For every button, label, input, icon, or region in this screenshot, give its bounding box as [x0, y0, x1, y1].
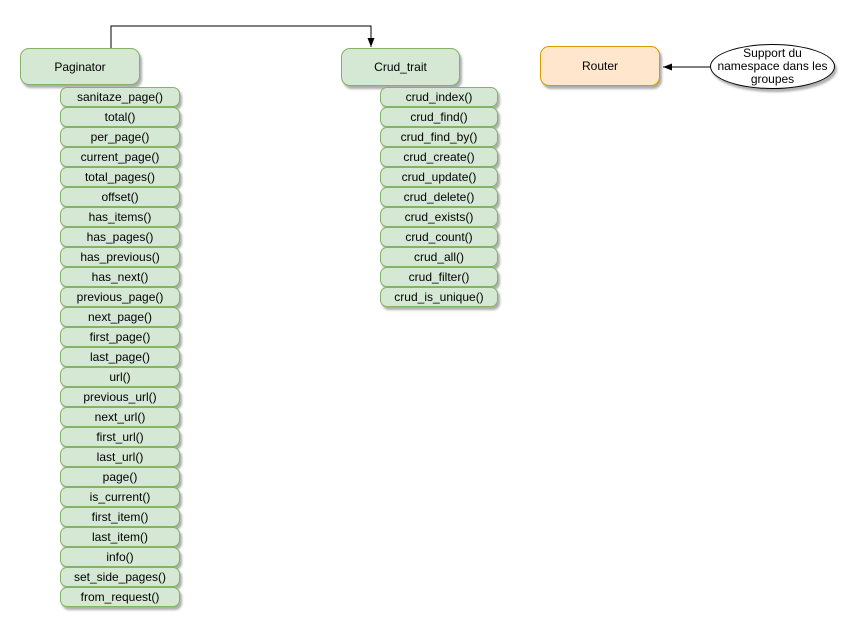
method-label: total()	[104, 110, 136, 124]
crud-method-row[interactable]: crud_find_by()	[380, 127, 498, 147]
paginator-method-row[interactable]: last_page()	[60, 347, 180, 367]
method-label: crud_exists()	[404, 210, 474, 224]
paginator-class-label: Paginator	[54, 59, 106, 74]
method-label: next_page()	[87, 310, 153, 324]
method-label: has_pages()	[86, 230, 154, 244]
method-label: info()	[106, 550, 134, 564]
paginator-method-row[interactable]: last_url()	[60, 447, 180, 467]
method-label: previous_url()	[83, 390, 157, 404]
paginator-method-row[interactable]: is_current()	[60, 487, 180, 507]
method-label: from_request()	[80, 590, 160, 604]
paginator-method-row[interactable]: first_page()	[60, 327, 180, 347]
method-label: url()	[109, 370, 131, 384]
paginator-method-row[interactable]: has_pages()	[60, 227, 180, 247]
paginator-method-row[interactable]: per_page()	[60, 127, 180, 147]
paginator-method-row[interactable]: offset()	[60, 187, 180, 207]
method-label: current_page()	[80, 150, 160, 164]
crud-method-row[interactable]: crud_exists()	[380, 207, 498, 227]
method-label: last_item()	[91, 530, 148, 544]
method-label: crud_is_unique()	[394, 290, 484, 304]
method-label: crud_all()	[413, 250, 464, 264]
router-node[interactable]: Router	[540, 46, 660, 86]
method-label: last_page()	[89, 350, 151, 364]
crud-method-row[interactable]: crud_find()	[380, 107, 498, 127]
method-label: sanitaze_page()	[76, 90, 164, 104]
method-label: crud_create()	[403, 150, 475, 164]
paginator-method-row[interactable]: has_next()	[60, 267, 180, 287]
method-label: has_items()	[88, 210, 152, 224]
paginator-method-row[interactable]: has_previous()	[60, 247, 180, 267]
method-label: crud_filter()	[408, 270, 470, 284]
method-label: has_previous()	[80, 250, 160, 264]
note-text: Support du namespace dans les groupes	[717, 46, 828, 86]
crud-method-row[interactable]: crud_count()	[380, 227, 498, 247]
method-label: total_pages()	[84, 170, 156, 184]
paginator-method-row[interactable]: previous_page()	[60, 287, 180, 307]
method-label: is_current()	[89, 490, 151, 504]
paginator-method-row[interactable]: next_page()	[60, 307, 180, 327]
crud-trait-class-node[interactable]: Crud_trait	[341, 48, 460, 86]
method-label: offset()	[101, 190, 139, 204]
crud-method-row[interactable]: crud_filter()	[380, 267, 498, 287]
router-label: Router	[581, 59, 619, 73]
paginator-method-row[interactable]: total_pages()	[60, 167, 180, 187]
method-label: crud_delete()	[403, 190, 475, 204]
note-ellipse[interactable]: Support du namespace dans les groupes	[710, 44, 835, 89]
method-label: crud_count()	[405, 230, 473, 244]
method-label: crud_find()	[410, 110, 468, 124]
paginator-method-list: sanitaze_page() total() per_page() curre…	[60, 87, 180, 607]
method-label: has_next()	[91, 270, 149, 284]
method-label: set_side_pages()	[73, 570, 167, 584]
paginator-method-row[interactable]: page()	[60, 467, 180, 487]
paginator-method-row[interactable]: first_url()	[60, 427, 180, 447]
method-label: first_item()	[91, 510, 149, 524]
method-label: first_url()	[96, 430, 144, 444]
method-label: per_page()	[90, 130, 150, 144]
method-label: next_url()	[94, 410, 146, 424]
method-label: page()	[102, 470, 138, 484]
method-label: previous_page()	[76, 290, 164, 304]
crud-trait-method-list: crud_index() crud_find() crud_find_by() …	[380, 87, 498, 307]
method-label: first_page()	[89, 330, 151, 344]
paginator-method-row[interactable]: next_url()	[60, 407, 180, 427]
paginator-method-row[interactable]: set_side_pages()	[60, 567, 180, 587]
paginator-method-row[interactable]: last_item()	[60, 527, 180, 547]
crud-method-row[interactable]: crud_index()	[380, 87, 498, 107]
crud-method-row[interactable]: crud_is_unique()	[380, 287, 498, 307]
paginator-method-row[interactable]: has_items()	[60, 207, 180, 227]
paginator-method-row[interactable]: url()	[60, 367, 180, 387]
paginator-method-row[interactable]: first_item()	[60, 507, 180, 527]
paginator-method-row[interactable]: info()	[60, 547, 180, 567]
crud-trait-class-label: Crud_trait	[374, 60, 427, 74]
method-label: crud_update()	[401, 170, 477, 184]
paginator-method-row[interactable]: total()	[60, 107, 180, 127]
method-label: last_url()	[96, 450, 144, 464]
paginator-method-row[interactable]: sanitaze_page()	[60, 87, 180, 107]
paginator-method-row[interactable]: previous_url()	[60, 387, 180, 407]
crud-method-row[interactable]: crud_update()	[380, 167, 498, 187]
paginator-class-node[interactable]: Paginator	[20, 48, 140, 85]
paginator-method-row[interactable]: from_request()	[60, 587, 180, 607]
crud-method-row[interactable]: crud_all()	[380, 247, 498, 267]
method-label: crud_find_by()	[400, 130, 478, 144]
crud-method-row[interactable]: crud_create()	[380, 147, 498, 167]
crud-method-row[interactable]: crud_delete()	[380, 187, 498, 207]
method-label: crud_index()	[405, 90, 473, 104]
connector-paginator-to-crud-trait[interactable]	[110, 25, 375, 48]
paginator-method-row[interactable]: current_page()	[60, 147, 180, 167]
